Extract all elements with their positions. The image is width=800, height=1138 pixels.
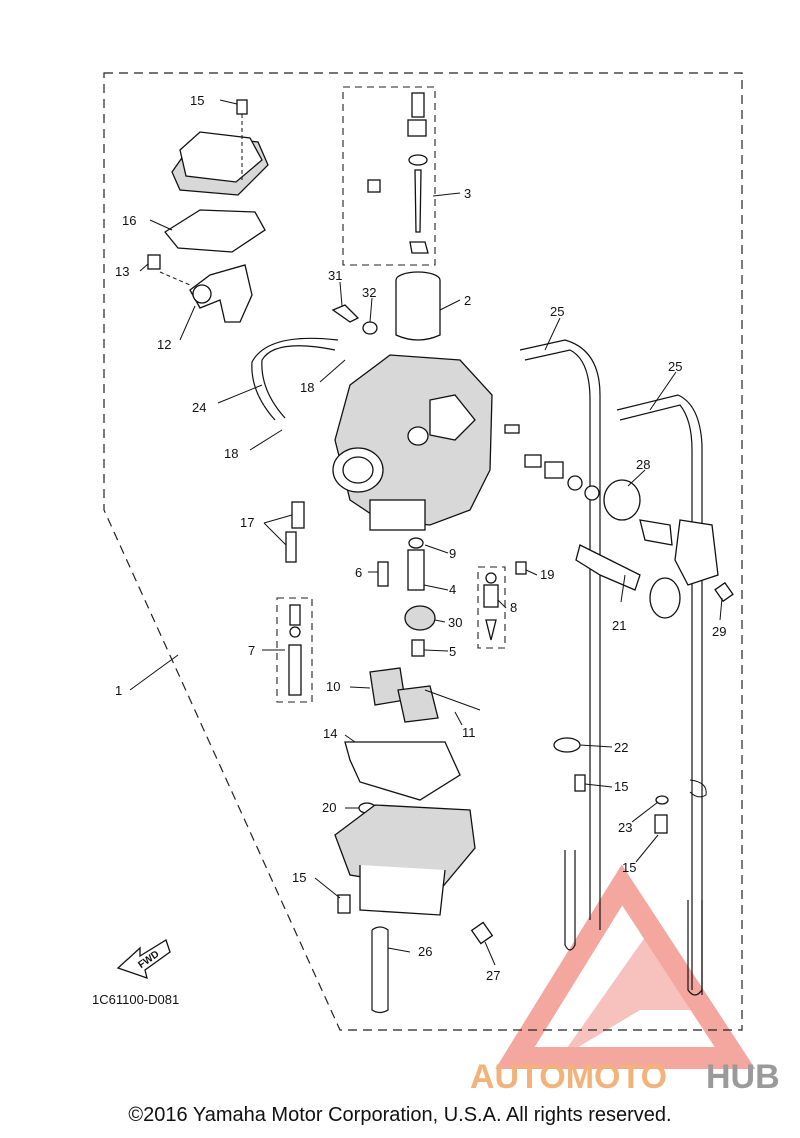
screw-31 — [331, 304, 378, 335]
callout-4: 4 — [449, 582, 456, 597]
callout-25-left: 25 — [550, 304, 564, 319]
callout-24: 24 — [192, 400, 206, 415]
callout-10: 10 — [326, 679, 340, 694]
pilot-jet-box — [276, 597, 313, 703]
callout-1: 1 — [115, 683, 122, 698]
callout-26: 26 — [418, 944, 432, 959]
throttle-lever — [147, 254, 253, 323]
callout-15-lower-right: 15 — [622, 860, 636, 875]
callout-28: 28 — [636, 457, 650, 472]
callout-12: 12 — [157, 337, 171, 352]
watermark-text-hub: HUB — [706, 1058, 780, 1096]
top-cover — [164, 99, 269, 253]
callout-15-lower-left: 15 — [292, 870, 306, 885]
callout-15-top: 15 — [190, 93, 204, 108]
hose-25-left — [519, 339, 601, 930]
fwd-arrow-icon — [116, 939, 171, 980]
throttle-slide — [395, 271, 441, 341]
callout-11: 11 — [462, 725, 476, 740]
callout-22: 22 — [614, 740, 628, 755]
callout-18-top: 18 — [300, 380, 314, 395]
callout-21: 21 — [612, 618, 626, 633]
copyright-footer: ©2016 Yamaha Motor Corporation, U.S.A. A… — [128, 1104, 672, 1126]
hose-lower-ends — [564, 850, 703, 996]
callouts: 15 16 13 12 3 2 31 32 25 25 28 24 18 18 … — [115, 93, 726, 983]
callout-3: 3 — [464, 186, 471, 201]
screw-19 — [504, 424, 520, 434]
callout-7: 7 — [248, 643, 255, 658]
needle-valve-box — [477, 566, 506, 649]
plunger-21 — [575, 544, 681, 619]
needle-kit-box — [342, 86, 436, 266]
leader-lines — [129, 99, 723, 966]
carburetor-body — [332, 354, 493, 531]
callout-8: 8 — [510, 600, 517, 615]
float — [369, 667, 481, 723]
callout-17: 17 — [240, 515, 254, 530]
bracket-22 — [553, 737, 707, 834]
callout-6: 6 — [355, 565, 362, 580]
screw-29 — [714, 581, 734, 603]
callout-29: 29 — [712, 624, 726, 639]
callout-15-mid-right: 15 — [614, 779, 628, 794]
needle-kit — [367, 92, 429, 254]
watermark-text-automoto: AUTOMOTO — [470, 1058, 667, 1096]
watermark-logo — [495, 864, 756, 1069]
callout-18-bottom: 18 — [224, 446, 238, 461]
callout-25-right: 25 — [668, 359, 682, 374]
callout-30: 30 — [448, 615, 462, 630]
pilot-screw-17 — [285, 501, 305, 563]
callout-14: 14 — [323, 726, 337, 741]
diagram-code: 1C61100-D081 — [92, 992, 179, 1007]
callout-13: 13 — [115, 264, 129, 279]
callout-31: 31 — [328, 268, 342, 283]
starter-plunger — [524, 454, 719, 586]
float-bowl — [334, 804, 494, 945]
callout-5: 5 — [449, 644, 456, 659]
vent-tube-24 — [251, 337, 339, 421]
callout-23: 23 — [618, 820, 632, 835]
callout-9: 9 — [449, 546, 456, 561]
assembly-boundary — [103, 72, 743, 1031]
main-jet-parts — [288, 537, 527, 696]
callout-20: 20 — [322, 800, 336, 815]
float-bowl-gasket — [344, 741, 461, 801]
callout-16: 16 — [122, 213, 136, 228]
hose-25-right — [616, 394, 703, 995]
callout-2: 2 — [464, 293, 471, 308]
callout-19: 19 — [540, 567, 554, 582]
callout-27: 27 — [486, 968, 500, 983]
callout-32: 32 — [362, 285, 376, 300]
drain-tube-26 — [371, 926, 389, 1014]
